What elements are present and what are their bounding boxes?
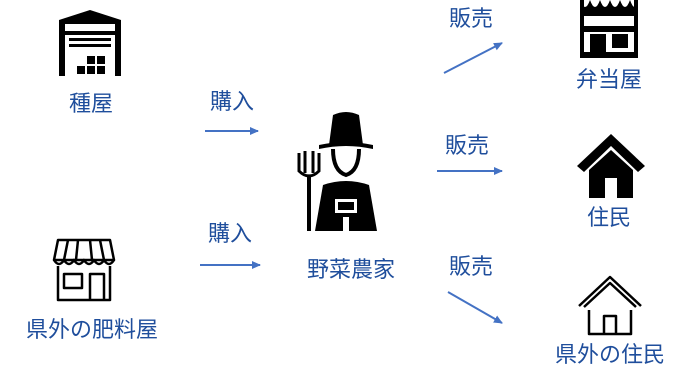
edge-fertilizer-to-farmer-label: 購入 — [207, 222, 253, 247]
house-filled-icon — [577, 134, 645, 198]
store-outline-icon — [52, 238, 116, 302]
node-resident-label: 住民 — [586, 206, 632, 231]
house-outline-icon — [578, 275, 642, 336]
store-filled-icon — [580, 0, 638, 58]
edge-seed-to-farmer-label: 購入 — [209, 90, 255, 115]
warehouse-icon — [59, 10, 121, 76]
node-bento-shop-label: 弁当屋 — [575, 68, 643, 93]
edge-farmer-to-outside-label: 販売 — [448, 255, 494, 280]
edge-farmer-to-resident-label: 販売 — [444, 134, 490, 159]
node-farmer-label: 野菜農家 — [306, 258, 396, 283]
node-seed-shop-label: 種屋 — [68, 92, 114, 117]
arrow-farmer-to-bento — [443, 42, 503, 74]
node-fertilizer-shop-label: 県外の肥料屋 — [25, 318, 159, 343]
arrow-farmer-to-outside — [447, 291, 503, 324]
node-outside-resident-label: 県外の住民 — [554, 343, 666, 368]
farmer-icon — [297, 112, 377, 231]
edge-farmer-to-bento-label: 販売 — [448, 7, 494, 32]
